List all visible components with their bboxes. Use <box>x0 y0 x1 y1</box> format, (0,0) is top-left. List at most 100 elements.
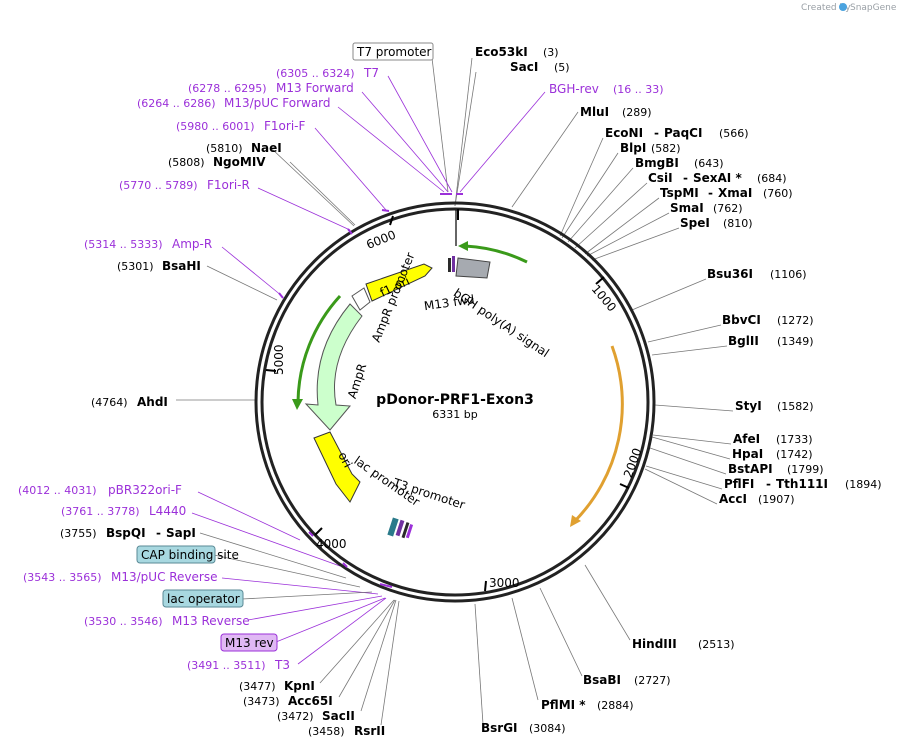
primer-amp-r: Amp-R <box>172 237 212 251</box>
enzyme-acci-pos: (1907) <box>758 493 795 506</box>
enzyme-styi: StyI <box>735 399 762 413</box>
primer-m13puc-reverse: M13/pUC Reverse <box>111 570 218 584</box>
svg-text:CAP binding site: CAP binding site <box>141 548 239 562</box>
enzyme-bsrgi-pos: (3084) <box>529 722 566 735</box>
enzyme-bglii-pos: (1349) <box>777 335 814 348</box>
enzyme-smai-pos: (762) <box>713 202 743 215</box>
enzyme-tspmi: TspMI <box>660 186 699 200</box>
enzyme-bbvci-pos: (1272) <box>777 314 814 327</box>
enzyme-styi-pos: (1582) <box>777 400 814 413</box>
enzyme-spei: SpeI <box>680 216 710 230</box>
primer-marks <box>278 193 463 588</box>
enzyme-ngomiv: NgoMIV <box>213 155 266 169</box>
green-arrow-top <box>458 241 528 264</box>
enzyme-bsabi: BsaBI <box>583 673 621 687</box>
primer-f1ori-r-range: (5770 .. 5789) <box>119 179 198 192</box>
ampr-feature <box>304 303 363 431</box>
f1-ori-feature <box>365 263 433 302</box>
enzyme-eco53ki: Eco53kI <box>475 45 528 59</box>
enzyme-mlui-pos: (289) <box>622 106 652 119</box>
enzyme-bbvci: BbvCI <box>722 313 761 327</box>
enzyme-xmai: XmaI <box>718 186 752 200</box>
primer-l4440-range: (3761 .. 3778) <box>61 505 140 518</box>
ring-tick-1000: 1000 <box>589 282 619 314</box>
enzyme-bsu36i: Bsu36I <box>707 267 753 281</box>
enzyme-econi-sep: - <box>654 126 659 140</box>
ampr-promoter-feature <box>351 287 371 311</box>
enzyme-csii-pos: (684) <box>757 172 787 185</box>
primer-f1ori-r: F1ori-R <box>207 178 250 192</box>
enzyme-econi-pos: (566) <box>719 127 749 140</box>
m13-rev-box: M13 rev <box>220 633 278 652</box>
enzyme-csii-sep: - <box>683 171 688 185</box>
enzyme-afei: AfeI <box>733 432 760 446</box>
enzyme-saci-pos: (5) <box>554 61 570 74</box>
orange-arrow-right <box>570 345 624 527</box>
ring-tick-5000: 5000 <box>272 344 286 375</box>
green-arrow-left <box>292 294 342 410</box>
enzyme-bglii: BglII <box>728 334 759 348</box>
primer-bgh-rev-range: (16 .. 33) <box>613 83 664 96</box>
enzyme-bsahi: BsaHI <box>162 259 201 273</box>
enzyme-ngomiv-pos: (5808) <box>168 156 205 169</box>
enzyme-naei-pos: (5810) <box>206 142 243 155</box>
enzyme-mlui: MluI <box>580 105 609 119</box>
enzyme-bmgbi: BmgBI <box>635 156 679 170</box>
enzyme-tspmi-sep: - <box>708 186 713 200</box>
lac-operator-box: lac operator <box>162 589 244 608</box>
primer-m13puc-forward: M13/pUC Forward <box>224 96 331 110</box>
enzyme-hpai: HpaI <box>732 447 763 461</box>
enzyme-bsabi-pos: (2727) <box>634 674 671 687</box>
primer-m13-forward: M13 Forward <box>276 81 354 95</box>
enzyme-sacii: SacII <box>322 709 355 723</box>
enzyme-blpi: BlpI <box>620 141 646 155</box>
enzyme-bsrgi: BsrGI <box>481 721 518 735</box>
primer-t7: T7 <box>363 66 379 80</box>
ampr-label: AmpR <box>345 362 369 400</box>
enzyme-rsrii-pos: (3458) <box>308 725 345 738</box>
enzyme-rsrii: RsrII <box>354 724 385 738</box>
enzyme-acci: AccI <box>719 492 747 506</box>
ring-tick-3000: 3000 <box>489 576 520 590</box>
primer-m13puc-reverse-range: (3543 .. 3565) <box>23 571 102 584</box>
enzyme-acc65i-pos: (3473) <box>243 695 280 708</box>
svg-text:M13 rev: M13 rev <box>225 636 274 650</box>
credit-prefix: Created by <box>801 3 851 13</box>
enzyme-leader-lines <box>176 57 734 726</box>
bgh-polya-feature <box>455 257 491 279</box>
enzyme-kpni: KpnI <box>284 679 315 693</box>
enzyme-bmgbi-pos: (643) <box>694 157 724 170</box>
enzyme-pflfi-pos: (1894) <box>845 478 882 491</box>
primer-f1ori-f-range: (5980 .. 6001) <box>176 120 255 133</box>
cap-binding-site-box: CAP binding site <box>136 545 239 564</box>
enzyme-tth111i: Tth111I <box>776 477 828 491</box>
plasmid-name: pDonor-PRF1-Exon3 <box>376 392 534 408</box>
primer-m13-forward-range: (6278 .. 6295) <box>188 82 267 95</box>
enzyme-tspmi-pos: (760) <box>763 187 793 200</box>
enzyme-econi: EcoNI <box>605 126 643 140</box>
enzyme-pflmi-pos: (2884) <box>597 699 634 712</box>
t7-promoter-box: T7 promoter <box>352 42 434 61</box>
enzyme-bstapi: BstAPI <box>728 462 773 476</box>
enzyme-bstapi-pos: (1799) <box>787 463 824 476</box>
enzyme-kpni-pos: (3477) <box>239 680 276 693</box>
primer-f1ori-f: F1ori-F <box>264 119 305 133</box>
primer-t3: T3 <box>274 658 290 672</box>
enzyme-sacii-pos: (3472) <box>277 710 314 723</box>
primer-t7-range: (6305 .. 6324) <box>276 67 355 80</box>
enzyme-saci: SacI <box>510 60 538 74</box>
svg-text:T7 promoter: T7 promoter <box>356 45 432 59</box>
ori-feature <box>313 431 361 503</box>
enzyme-eco53ki-pos: (3) <box>543 46 559 59</box>
ori-label: ori <box>335 450 355 470</box>
plasmid-backbone <box>254 201 656 603</box>
enzyme-acc65i: Acc65I <box>288 694 333 708</box>
enzyme-csii: CsiI <box>648 171 673 185</box>
lac-cluster <box>387 517 414 539</box>
enzyme-naei: NaeI <box>251 141 282 155</box>
enzyme-hindiii-pos: (2513) <box>698 638 735 651</box>
enzyme-pflfi: PflFI <box>724 477 754 491</box>
enzyme-pflmi: PflMI * <box>541 698 586 712</box>
primer-m13-reverse: M13 Reverse <box>172 614 250 628</box>
